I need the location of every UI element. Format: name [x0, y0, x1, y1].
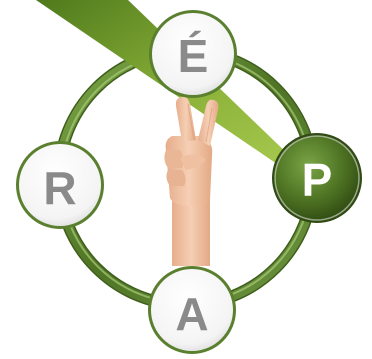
node-bottom: A — [148, 266, 236, 354]
node-left: R — [16, 141, 104, 229]
node-letter-top: É — [178, 30, 209, 82]
node-letter-bottom: A — [175, 288, 208, 340]
node-top: É — [149, 10, 237, 98]
node-letter-right: P — [302, 154, 333, 206]
node-letter-left: R — [43, 162, 76, 214]
node-right: P — [272, 133, 362, 223]
hand-peace-sign-icon — [164, 96, 219, 266]
